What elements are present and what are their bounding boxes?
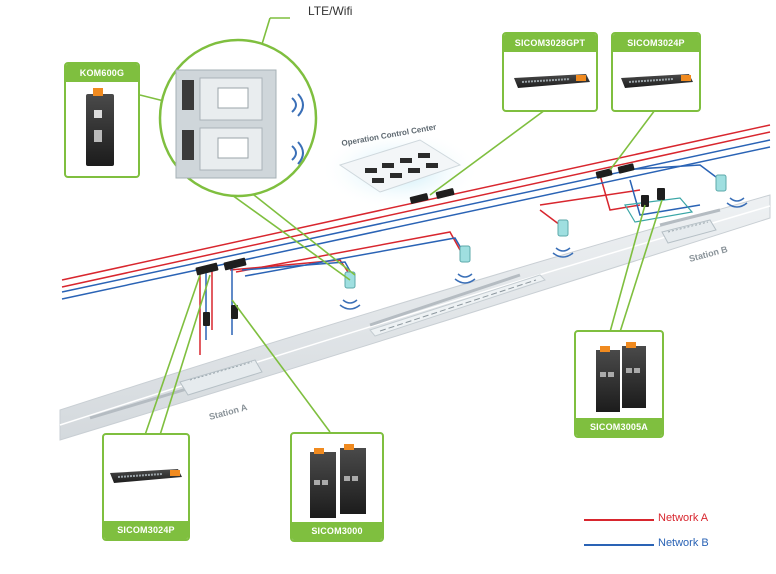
wifi-signal-icons — [339, 197, 748, 310]
callout-sicom3024p-top: SICOM3024P — [611, 32, 701, 112]
trackside-switches — [195, 163, 665, 326]
sicom3000-device-image — [310, 444, 366, 518]
callout-kom600g: KOM600G — [64, 62, 140, 178]
station-a — [179, 359, 263, 396]
kom600g-device-image — [86, 88, 114, 166]
callout-sicom3005a: SICOM3005A — [574, 330, 664, 438]
device-label-sicom3024p-bottom: SICOM3024P — [104, 521, 188, 539]
operation-control-center — [320, 130, 480, 210]
sicom3028gpt-device-image — [514, 74, 590, 88]
legend-network-b-line — [584, 544, 654, 546]
lte-wifi-magnifier — [158, 17, 318, 198]
callout-connectors — [139, 94, 663, 436]
device-label-sicom3005a: SICOM3005A — [576, 418, 662, 436]
device-label-kom600g: KOM600G — [66, 64, 138, 82]
station-a-label: Station A — [208, 402, 249, 422]
device-label-sicom3028gpt: SICOM3028GPT — [504, 34, 596, 52]
sicom3024p-bottom-device-image — [110, 469, 182, 483]
legend-network-a-line — [584, 519, 654, 521]
wireless-access-points — [344, 174, 727, 289]
device-label-sicom3000: SICOM3000 — [292, 522, 382, 540]
callout-sicom3000: SICOM3000 — [290, 432, 384, 542]
sicom3024p-top-device-image — [621, 74, 693, 88]
device-label-sicom3024p-top: SICOM3024P — [613, 34, 699, 52]
station-b — [661, 219, 717, 244]
sicom3005a-device-image — [596, 342, 646, 412]
lte-wifi-label: LTE/Wifi — [308, 4, 353, 18]
station-b-label: Station B — [688, 244, 729, 264]
legend-network-b-label: Network B — [658, 537, 709, 549]
legend-network-a-label: Network A — [658, 512, 709, 524]
callout-sicom3024p-bottom: SICOM3024P — [102, 433, 190, 541]
train — [369, 274, 546, 337]
callout-sicom3028gpt: SICOM3028GPT — [502, 32, 598, 112]
network-b-lines — [61, 139, 771, 340]
